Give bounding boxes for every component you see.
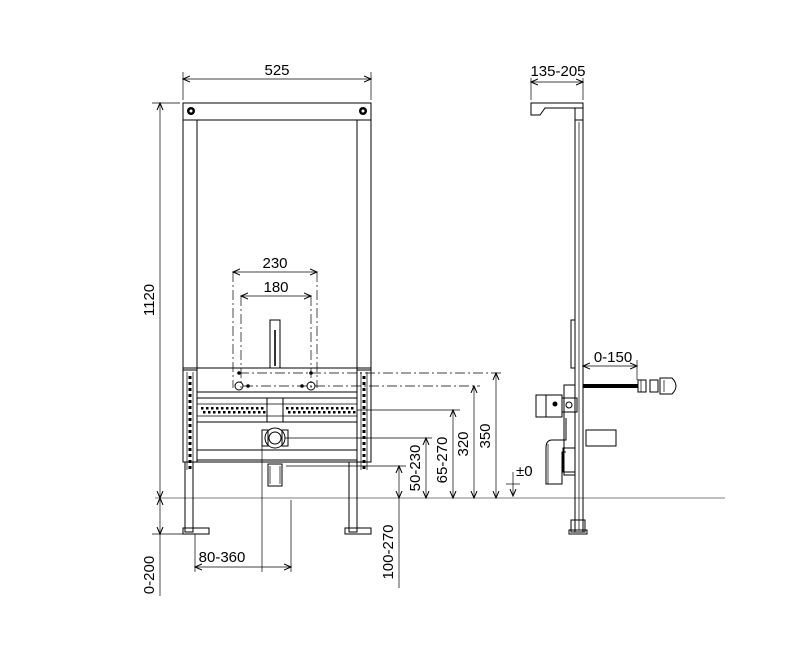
side-view: 135-205 0-150 ±0 bbox=[506, 63, 677, 535]
dim-depth-label: 135-205 bbox=[530, 63, 585, 80]
perforated-rail-band bbox=[196, 397, 358, 423]
dim-65-270-label: 65-270 bbox=[434, 437, 451, 484]
left-upright bbox=[182, 119, 198, 371]
front-view: 525 1120 230 180 80-360 bbox=[141, 62, 502, 596]
dimension-320: 320 bbox=[243, 386, 480, 498]
dimension-connection: 0-150 bbox=[583, 349, 637, 384]
dimension-drain-offset: 80-360 bbox=[195, 446, 291, 572]
upper-mounting-plate bbox=[196, 367, 358, 393]
dimension-foot-adjust: 0-200 bbox=[141, 498, 183, 596]
dimension-depth: 135-205 bbox=[530, 63, 586, 100]
dimension-65-270: 65-270 bbox=[357, 410, 460, 498]
side-supply-connection bbox=[583, 377, 677, 395]
dim-drain-offset-label: 80-360 bbox=[199, 549, 246, 566]
right-perforated-rail bbox=[360, 372, 368, 470]
dim-inner-spacing-label: 180 bbox=[263, 279, 288, 296]
dim-foot-adjust-label: 0-200 bbox=[141, 556, 158, 594]
dim-320-label: 320 bbox=[455, 431, 472, 456]
dim-outer-spacing-label: 230 bbox=[262, 255, 287, 272]
dim-width-label: 525 bbox=[264, 62, 289, 79]
left-perforated-rail bbox=[186, 372, 194, 470]
dimension-50-230: 50-230 bbox=[285, 438, 432, 498]
dim-350-label: 350 bbox=[477, 423, 494, 448]
lower-crossbar bbox=[196, 449, 358, 461]
zero-level-marker: ±0 bbox=[506, 463, 533, 496]
dim-50-230-label: 50-230 bbox=[407, 445, 424, 492]
side-fixing-bracket bbox=[535, 384, 578, 476]
right-foot bbox=[344, 461, 372, 535]
side-drain-outlet bbox=[585, 429, 617, 447]
side-drain-elbow bbox=[545, 418, 567, 485]
left-water-connection bbox=[234, 381, 244, 391]
dimension-350: 350 bbox=[239, 373, 502, 498]
zero-level-label: ±0 bbox=[516, 463, 533, 480]
dimension-outer-spacing: 230 bbox=[233, 255, 317, 272]
dim-floor-offset-label: 100-270 bbox=[380, 524, 397, 579]
right-upright bbox=[356, 119, 372, 371]
dim-connection-label: 0-150 bbox=[594, 349, 632, 366]
dimension-inner-spacing: 180 bbox=[241, 279, 311, 296]
dim-height-label: 1120 bbox=[141, 284, 158, 316]
drain-connection bbox=[261, 427, 289, 487]
dimension-floor-offset: 100-270 bbox=[286, 466, 406, 588]
dimension-height: 1120 bbox=[141, 103, 180, 498]
dimension-width: 525 bbox=[183, 62, 371, 100]
top-crossbar bbox=[182, 102, 372, 121]
left-foot bbox=[182, 461, 210, 535]
supply-pipe bbox=[269, 319, 281, 369]
